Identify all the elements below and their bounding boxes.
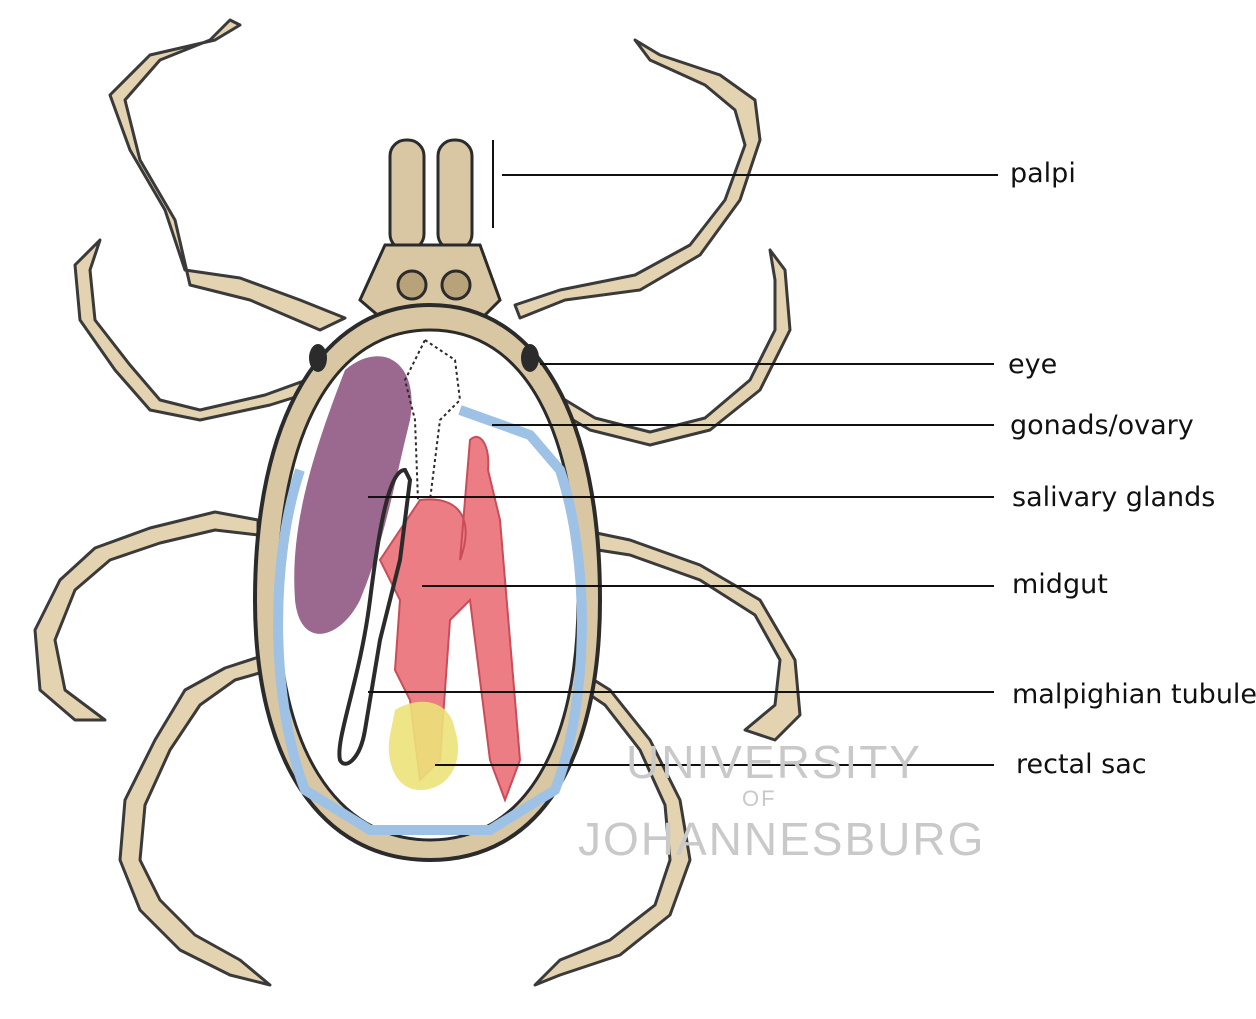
watermark-line1: UNIVERSITY [626,735,922,789]
leg-4-left [120,655,270,985]
label-malpighian-tubule: malpighian tubule [1012,681,1256,708]
leg-1-right [515,40,760,318]
palp-right [438,140,472,250]
capitulum [360,140,500,330]
watermark-line2: OF [742,786,777,812]
label-gonads-ovary: gonads/ovary [1010,412,1194,439]
leg-1-left [110,20,345,330]
label-rectal-sac: rectal sac [1016,751,1147,778]
porose-area-right [442,271,470,299]
palp-left [390,140,424,250]
porose-area-left [398,271,426,299]
eye-right [521,344,539,372]
label-salivary-glands: salivary glands [1012,484,1215,511]
label-midgut: midgut [1012,571,1108,598]
watermark-line3: JOHANNESBURG [578,812,985,866]
tick-body [255,305,600,860]
label-eye: eye [1008,351,1057,378]
leg-2-right [548,250,790,445]
rectal-sac [389,702,458,790]
label-palpi: palpi [1010,160,1076,187]
leg-2-left [75,240,318,420]
eye-left [309,344,327,372]
